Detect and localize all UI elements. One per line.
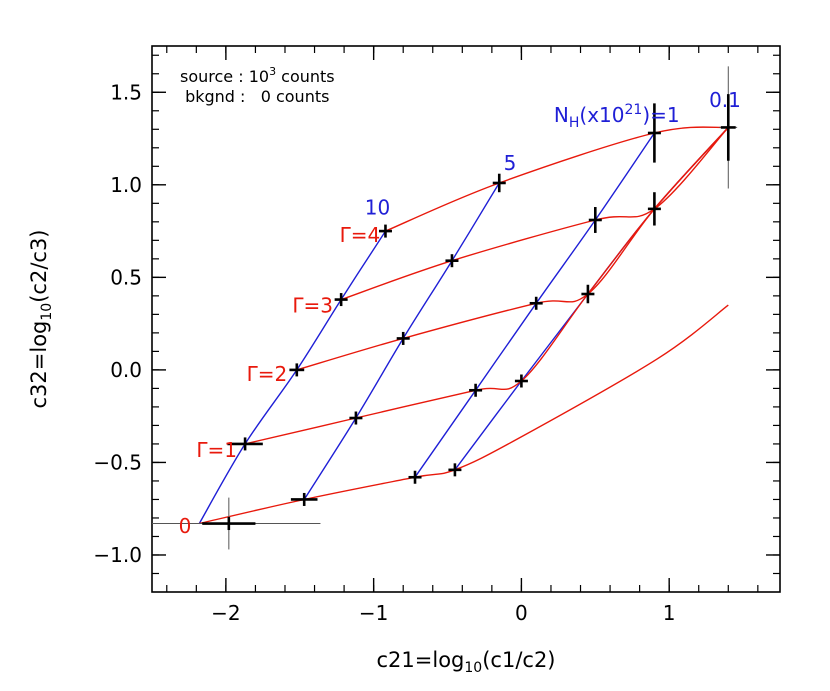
annotations: c21=log10(c1/c2) c32=log10(c2/c3) source :… [27, 65, 741, 676]
nh-line [303, 182, 500, 500]
nh-label: NH(x1021)=1 [554, 102, 680, 131]
info-text-line: source : 103 counts [180, 65, 335, 86]
gamma-label: Γ=3 [292, 294, 333, 318]
nh-label: 10 [365, 195, 390, 219]
plot-frame [151, 45, 781, 593]
x-axis-label: c21=log10(c1/c2) [377, 648, 556, 676]
nh-line [198, 230, 387, 524]
gamma-label: Γ=2 [247, 362, 288, 386]
gamma-label: Γ=1 [196, 438, 237, 462]
nh-line [414, 132, 655, 478]
y-tick-label: 0.5 [110, 265, 142, 289]
nh-line [454, 126, 729, 471]
gamma-curve [340, 126, 729, 301]
nh-label: 5 [504, 151, 517, 175]
gamma-curve [244, 126, 729, 445]
axis-ticks: −2 −1 0 1 −1.0 −0.5 0.0 0.5 1.0 1.5 [93, 46, 780, 625]
data-points [152, 66, 738, 550]
gamma-label: Γ=4 [340, 223, 381, 247]
x-tick-label: 0 [515, 601, 528, 625]
y-axis-label: c32=log10(c2/c3) [27, 230, 55, 409]
gamma-curve [385, 126, 729, 232]
x-tick-label: 1 [663, 601, 676, 625]
gamma-label: 0 [179, 514, 192, 538]
y-tick-label: 0.0 [110, 358, 142, 382]
nh-label: 0.1 [709, 88, 741, 112]
y-tick-label: −1.0 [93, 543, 142, 567]
model-grid-lines [198, 126, 729, 525]
y-tick-label: 1.5 [110, 80, 142, 104]
y-tick-label: −0.5 [93, 450, 142, 474]
x-tick-label: −1 [359, 601, 388, 625]
gamma-curve [296, 126, 729, 371]
info-text-line: bkgnd : 0 counts [180, 87, 329, 106]
gamma-curve [199, 304, 729, 525]
x-tick-label: −2 [211, 601, 240, 625]
y-tick-label: 1.0 [110, 173, 142, 197]
